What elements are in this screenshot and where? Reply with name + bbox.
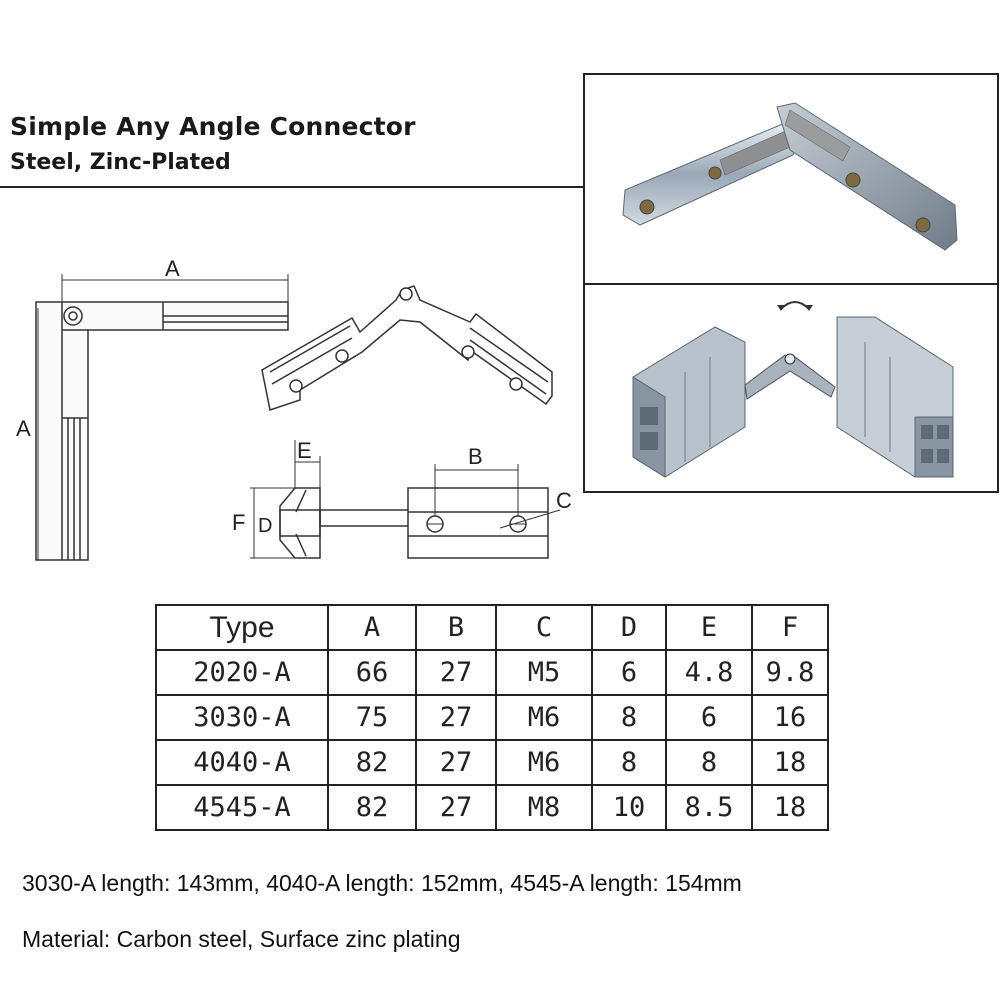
right-aluminum-profile: [836, 316, 954, 478]
rotate-arrow-icon: [780, 301, 810, 310]
photo-divider: [583, 283, 999, 285]
cell-c: M8: [495, 784, 593, 831]
page-title: Simple Any Angle Connector: [10, 112, 416, 141]
cell-b: 27: [415, 694, 497, 741]
cell-e: 8.5: [665, 784, 753, 831]
label-e: E: [297, 438, 312, 463]
cell-f: 9.8: [751, 649, 829, 696]
table-row: 2020-A 66 27 M5 6 4.8 9.8: [155, 649, 829, 696]
cell-d: 10: [591, 784, 667, 831]
connector-photo: [622, 102, 958, 251]
cell-f: 18: [751, 784, 829, 831]
cell-e: 4.8: [665, 649, 753, 696]
cell-type: 2020-A: [155, 649, 329, 696]
cell-c: M6: [495, 739, 593, 786]
label-d: D: [258, 515, 272, 537]
page-subtitle: Steel, Zinc-Plated: [10, 150, 231, 175]
label-f: F: [232, 510, 245, 535]
technical-drawing: A A E: [16, 256, 572, 561]
spec-table: Type A B C D E F 2020-A 66 27 M5 6 4.8 9…: [155, 604, 829, 831]
cell-d: 6: [591, 649, 667, 696]
label-c: C: [556, 488, 572, 513]
table-header-row: Type A B C D E F: [155, 604, 829, 651]
connector-right-arm: [776, 102, 958, 251]
cell-c: M6: [495, 694, 593, 741]
dimension-a-top: [61, 274, 289, 302]
cell-e: 8: [665, 739, 753, 786]
left-aluminum-profile: [632, 326, 746, 478]
header-rule: [0, 186, 585, 188]
header-a: A: [327, 604, 417, 651]
label-a-side: A: [16, 416, 31, 441]
dimension-b: [434, 464, 519, 516]
leader-c: [499, 509, 561, 529]
header-d: D: [591, 604, 667, 651]
profile-assembly-photo: [632, 301, 954, 478]
header-b: B: [415, 604, 497, 651]
cell-a: 75: [327, 694, 417, 741]
dimension-e: [294, 440, 321, 488]
header-type: Type: [155, 604, 329, 651]
header-f: F: [751, 604, 829, 651]
cell-a: 66: [327, 649, 417, 696]
cell-c: M5: [495, 649, 593, 696]
cell-f: 18: [751, 739, 829, 786]
table-row: 4040-A 82 27 M6 8 8 18: [155, 739, 829, 786]
label-a-top: A: [165, 256, 180, 281]
cell-e: 6: [665, 694, 753, 741]
cell-b: 27: [415, 784, 497, 831]
header-e: E: [665, 604, 753, 651]
table-row: 3030-A 75 27 M6 8 6 16: [155, 694, 829, 741]
table-row: 4545-A 82 27 M8 10 8.5 18: [155, 784, 829, 831]
connector-in-assembly: [744, 353, 836, 400]
cell-d: 8: [591, 739, 667, 786]
cell-type: 4545-A: [155, 784, 329, 831]
cell-a: 82: [327, 784, 417, 831]
cell-d: 8: [591, 694, 667, 741]
dimension-f-d: [250, 487, 295, 559]
cell-b: 27: [415, 739, 497, 786]
cell-type: 4040-A: [155, 739, 329, 786]
header-c: C: [495, 604, 593, 651]
material-note: Material: Carbon steel, Surface zinc pla…: [22, 926, 461, 952]
l-side-view: [35, 301, 289, 561]
cell-type: 3030-A: [155, 694, 329, 741]
cell-f: 16: [751, 694, 829, 741]
connector-left-arm: [622, 122, 801, 226]
cell-a: 82: [327, 739, 417, 786]
top-view: [279, 487, 549, 559]
isometric-connector: [261, 285, 553, 411]
lengths-note: 3030-A length: 143mm, 4040-A length: 152…: [22, 870, 742, 896]
cell-b: 27: [415, 649, 497, 696]
label-b: B: [468, 444, 483, 469]
